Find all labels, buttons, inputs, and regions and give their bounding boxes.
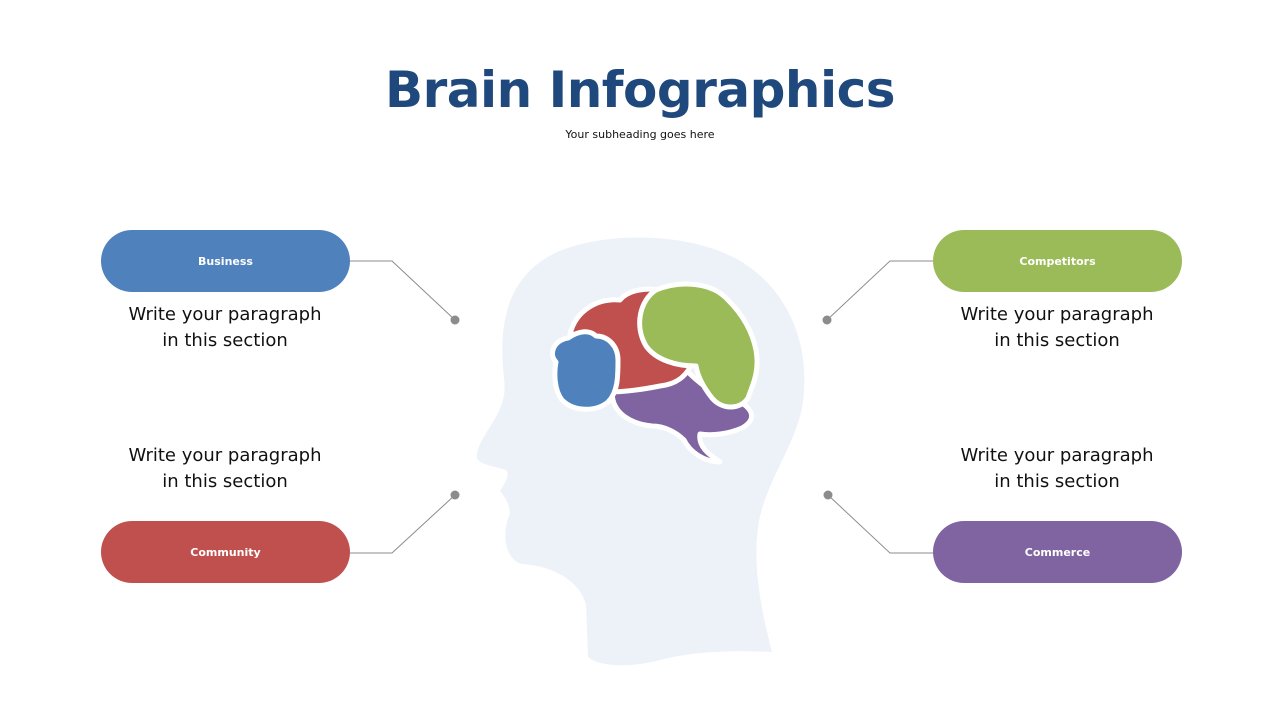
- section-paragraph-community: Write your paragraph in this section: [95, 443, 355, 495]
- brain-lobe-blue: [550, 329, 621, 412]
- brain-lobe-green: [637, 281, 760, 410]
- paragraph-line: Write your paragraph: [960, 304, 1154, 325]
- section-pill-business: Business: [101, 230, 350, 292]
- paragraph-line: Write your paragraph: [128, 304, 322, 325]
- connector-commerce: [823, 490, 933, 554]
- connector-competitors: [822, 260, 933, 325]
- section-label: Commerce: [1024, 545, 1091, 559]
- page-title: Brain Infographics: [384, 61, 896, 119]
- paragraph-line: in this section: [994, 471, 1120, 492]
- section-paragraph-business: Write your paragraph in this section: [95, 302, 355, 354]
- paragraph-line: in this section: [994, 330, 1120, 351]
- section-pill-commerce: Commerce: [933, 521, 1182, 583]
- section-label: Business: [198, 254, 253, 268]
- section-pill-competitors: Competitors: [933, 230, 1182, 292]
- section-paragraph-commerce: Write your paragraph in this section: [927, 443, 1187, 495]
- brain-icon: [550, 281, 760, 465]
- paragraph-line: Write your paragraph: [960, 445, 1154, 466]
- connector-dot: [822, 315, 832, 325]
- section-paragraph-competitors: Write your paragraph in this section: [927, 302, 1187, 354]
- section-pill-community: Community: [101, 521, 350, 583]
- paragraph-line: in this section: [162, 471, 288, 492]
- paragraph-line: Write your paragraph: [128, 445, 322, 466]
- section-label: Competitors: [1019, 254, 1096, 268]
- connector-dot: [450, 490, 460, 500]
- page-subtitle: Your subheading goes here: [565, 128, 715, 141]
- connector-dot: [823, 490, 833, 500]
- connector-dot: [450, 315, 460, 325]
- paragraph-line: in this section: [162, 330, 288, 351]
- connector-community: [350, 490, 460, 554]
- connector-business: [350, 260, 460, 325]
- section-label: Community: [190, 545, 261, 559]
